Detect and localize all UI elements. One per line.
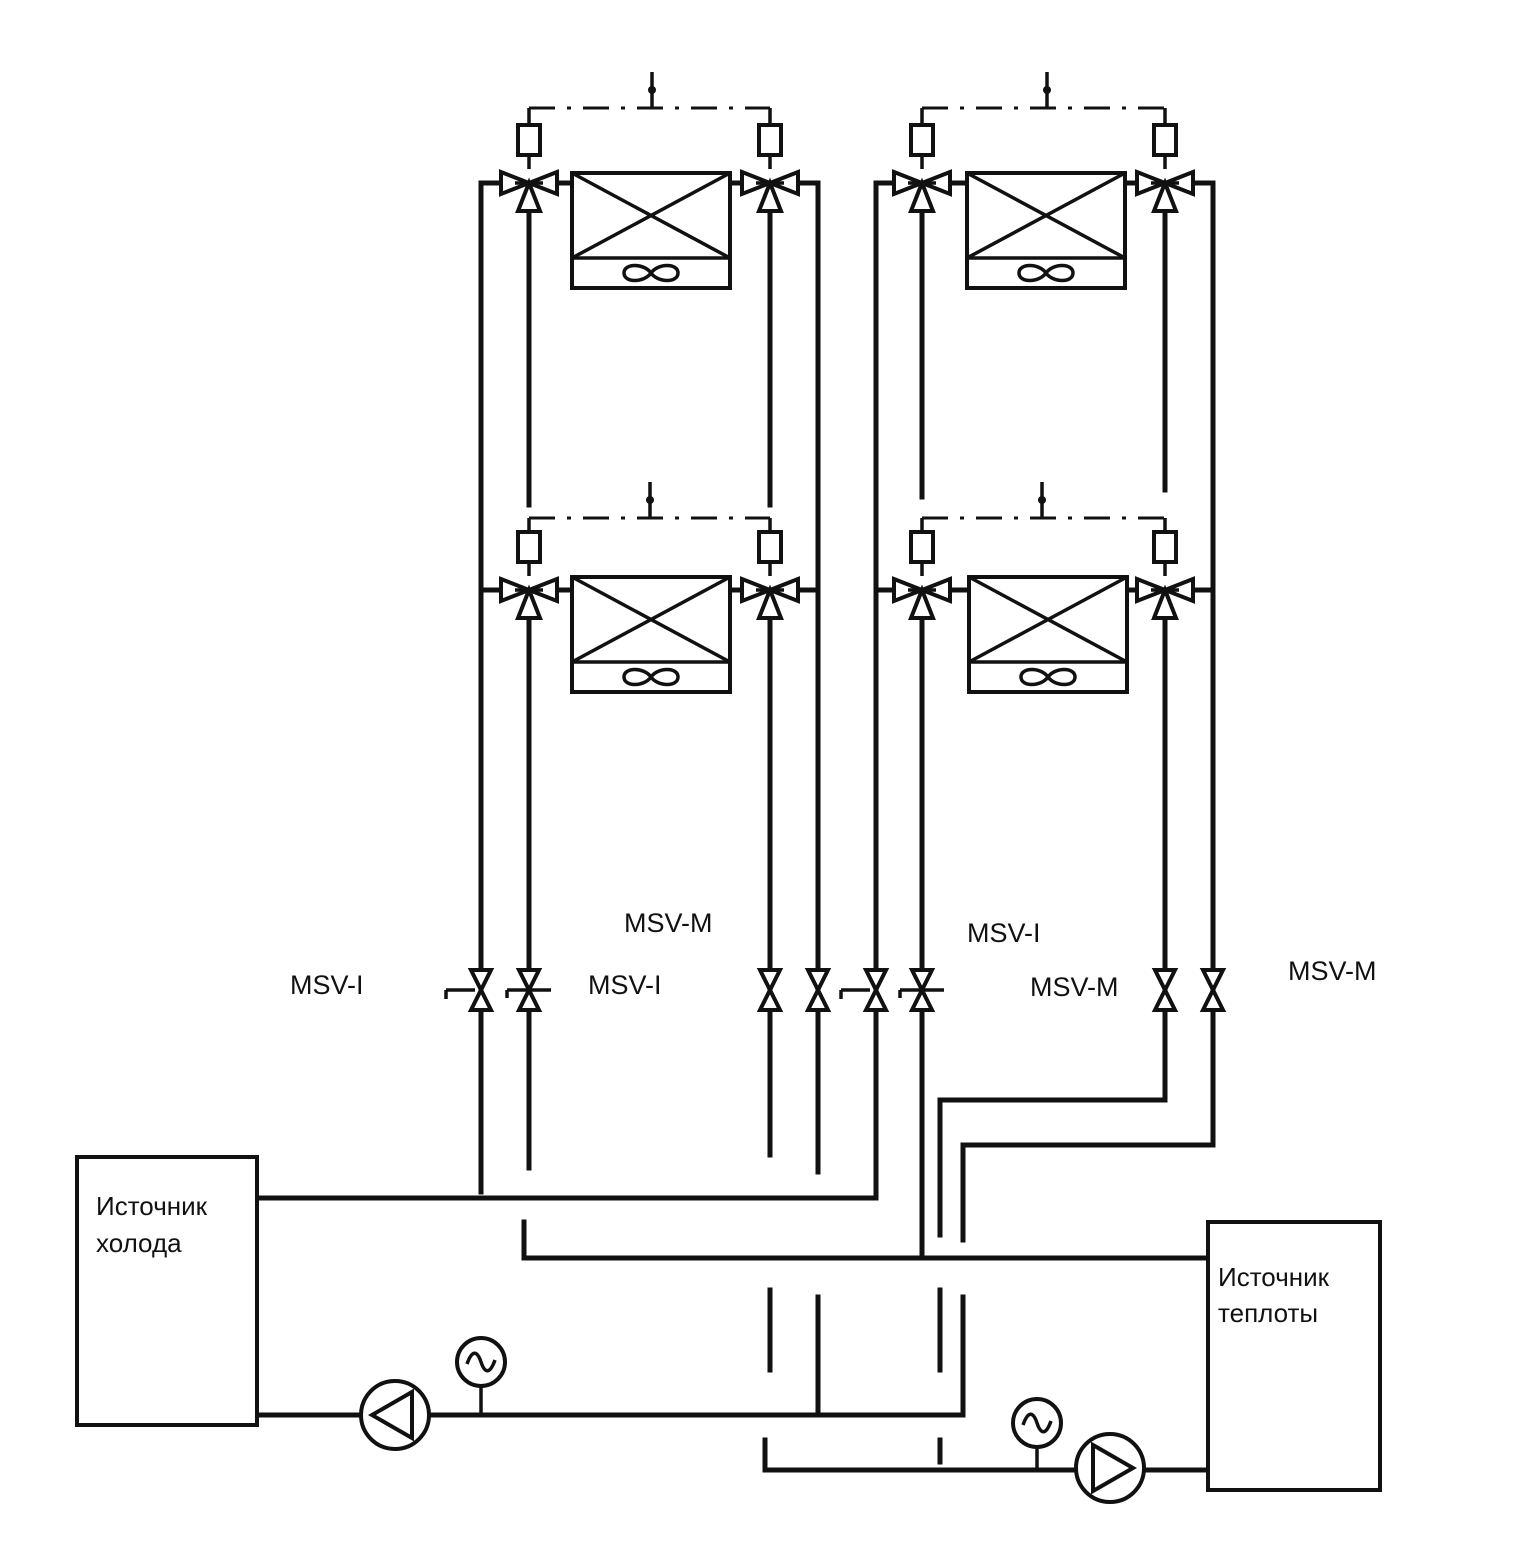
three-way-valve-icon (892, 530, 952, 620)
cold-flow-sensor-icon (455, 1336, 507, 1415)
fan-coil-icon (570, 171, 732, 290)
cold-source-line1: Источник (96, 1191, 208, 1221)
three-way-valve-icon (499, 530, 559, 620)
label-msv-i-right: MSV-I (967, 918, 1041, 948)
right-riser-pipes (873, 180, 1216, 1261)
three-way-valve-icon (740, 123, 800, 213)
cold-pump-icon (359, 1379, 431, 1451)
cold-source-line2: холода (96, 1228, 182, 1258)
label-msv-m-right1: MSV-M (1030, 972, 1119, 1002)
fan-coil-icon (965, 171, 1127, 290)
fan-coil-icon (967, 575, 1129, 694)
label-msv-i-left: MSV-I (290, 970, 364, 1000)
cold-source: Источник холода (75, 1155, 259, 1427)
valve-labels: MSV-I MSV-I MSV-M MSV-I MSV-M MSV-M (290, 908, 1377, 1002)
heat-source-line1: Источник (1218, 1262, 1330, 1292)
fan-coil-icon (570, 575, 732, 694)
three-way-valve-icon (1135, 123, 1195, 213)
main-pipes (255, 1097, 1216, 1473)
label-msv-i-mid: MSV-I (588, 970, 662, 1000)
three-way-valve-icon (499, 123, 559, 213)
three-way-valve-icon (892, 123, 952, 213)
fan-coil-units (570, 171, 1129, 694)
heat-pump-icon (1074, 1432, 1146, 1504)
control-signal-lines (527, 70, 1167, 533)
heat-source: Источник теплоты (1206, 1220, 1382, 1492)
left-riser-pipes (478, 180, 821, 1195)
three-way-valve-icon (1135, 530, 1195, 620)
label-msv-m-mid: MSV-M (624, 908, 713, 938)
heat-flow-sensor-icon (1011, 1397, 1063, 1470)
heat-source-line2: теплоты (1218, 1298, 1318, 1328)
label-msv-m-right2: MSV-M (1288, 956, 1377, 986)
three-way-valve-icon (740, 530, 800, 620)
